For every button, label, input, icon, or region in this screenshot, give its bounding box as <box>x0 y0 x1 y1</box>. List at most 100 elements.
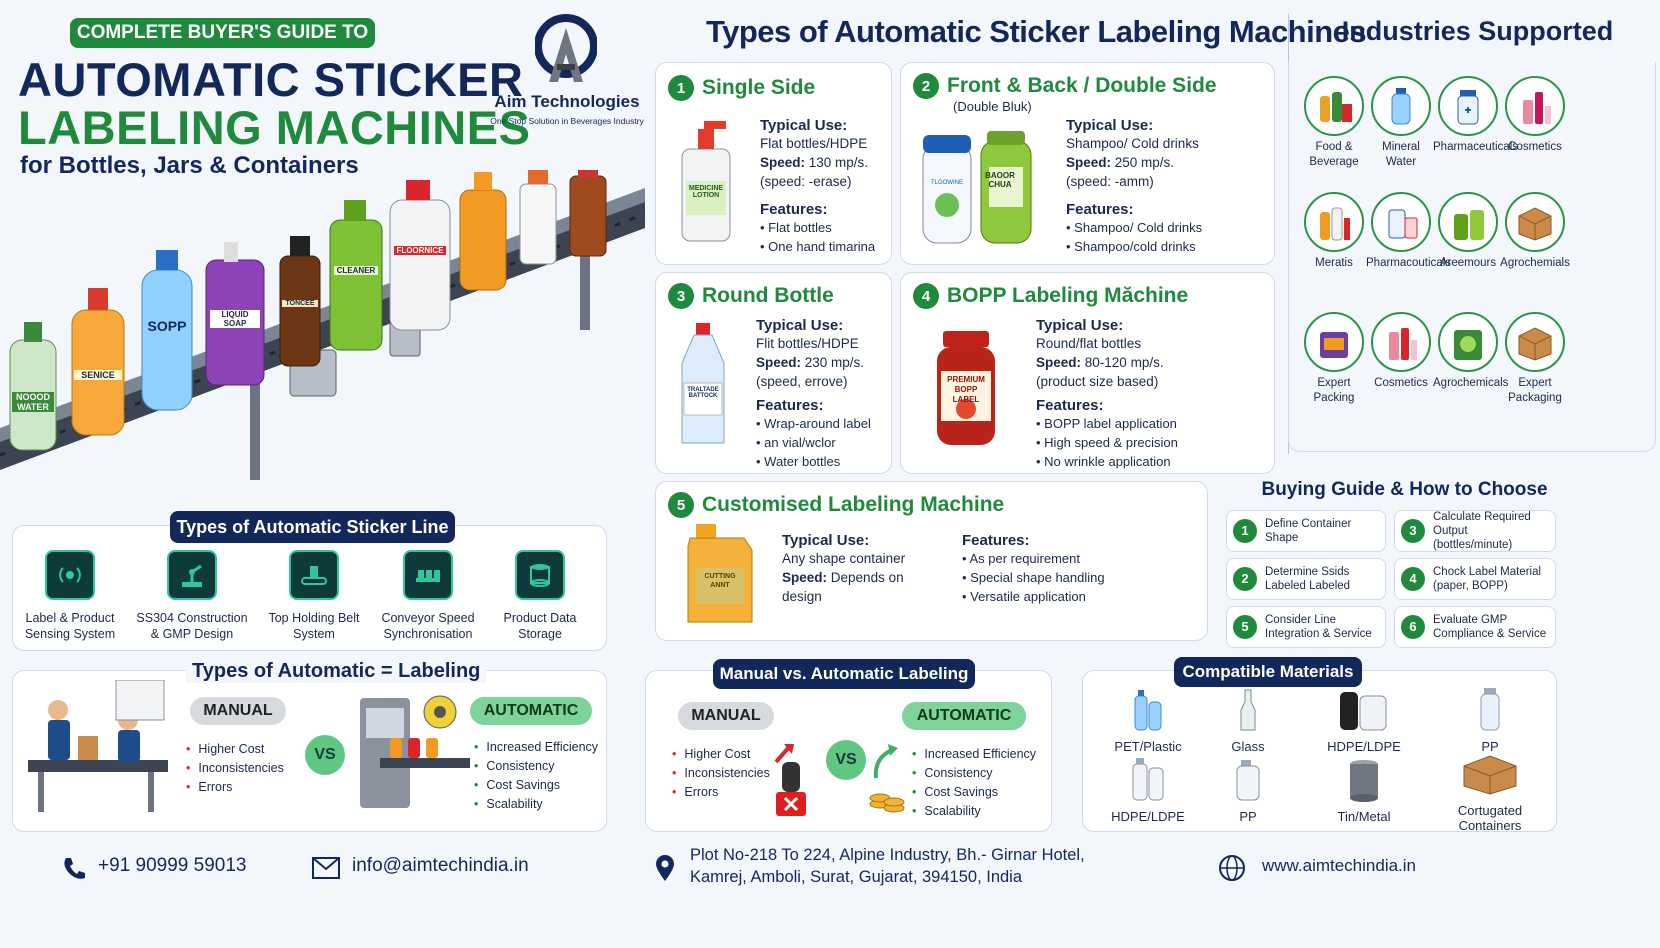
step-number: 2 <box>913 73 939 99</box>
industry-item: Pharmacouticals <box>1366 192 1451 271</box>
location-pin-icon <box>656 855 674 881</box>
card-title: Single Side <box>702 76 816 99</box>
industry-item: Expert Packaging <box>1500 312 1570 406</box>
agro-icon <box>1438 312 1498 372</box>
bottle-label: NOOOD WATER <box>12 392 54 412</box>
water-bottle-icon <box>681 323 725 444</box>
bottle-label: PREMIUM BOPP LABEL <box>947 375 985 404</box>
sticker-line-heading: Types of Automatic Sticker Line <box>170 511 455 543</box>
feature-item: Shampoo/cold drinks <box>1066 237 1266 256</box>
database-icon <box>515 550 565 600</box>
conveyor-icon <box>403 550 453 600</box>
manual-vs-auto-heading: Manual vs. Automatic Labeling <box>713 659 975 689</box>
automatic-points: Increased EfficiencyConsistencyCost Savi… <box>912 745 1036 821</box>
water-bottle-icon <box>1371 76 1431 136</box>
card-title: Customised Labeling Machine <box>702 493 1005 516</box>
hdpe-jug-icon <box>1340 692 1387 731</box>
bottle-label: MEDICINE LOTION <box>688 185 724 199</box>
packing-icon <box>1304 312 1364 372</box>
speed-value: Depends on design <box>782 570 904 604</box>
bottle-label: TLGOWINE <box>930 180 963 186</box>
address-line2: Kamrej, Amboli, Surat, Gujarat, 394150, … <box>690 868 1023 886</box>
bottles-icon <box>1304 192 1364 252</box>
feature-item: BOPP label application <box>1036 414 1261 433</box>
typical-use-value: Round/flat bottles <box>1036 336 1142 351</box>
features-label: Features: <box>962 532 1030 549</box>
features-label: Features: <box>756 397 824 414</box>
vs-badge: VS <box>826 740 866 780</box>
manual-points: Higher CostInconsistenciesErrors <box>672 745 769 802</box>
industry-item: Expert Packing <box>1299 312 1369 406</box>
bottle-label: CLEANER <box>334 266 378 275</box>
material-item: Glass <box>1198 688 1298 754</box>
material-item: PET/Plastic <box>1098 688 1198 754</box>
industry-item: Agrochemials <box>1500 192 1570 271</box>
automatic-tag: AUTOMATIC <box>470 697 592 725</box>
guide-badge: COMPLETE BUYER'S GUIDE TO <box>70 18 375 48</box>
main-title-line1: AUTOMATIC STICKER <box>18 53 524 106</box>
typical-use-label: Typical Use: <box>1036 317 1124 334</box>
main-subtitle: for Bottles, Jars & Containers <box>20 152 359 179</box>
industry-item: Meratis <box>1299 192 1369 271</box>
sticker-line-item: Conveyor Speed Synchronisation <box>368 550 488 642</box>
shampoo-bottles-icon <box>922 131 1032 244</box>
bottle-label: LIQUID SOAP <box>210 310 260 328</box>
feature-item: One hand timarina <box>760 237 888 256</box>
robot-arm-icon <box>167 550 217 600</box>
industries-panel: Food & Beverage Mineral Water Pharmaceut… <box>1288 62 1656 452</box>
card-title: Round Bottle <box>702 284 834 307</box>
features-label: Features: <box>1066 201 1134 218</box>
glass-bottle-icon <box>1240 689 1256 731</box>
step-number: 4 <box>913 283 939 309</box>
lotion-bottle-icon <box>681 121 731 242</box>
bottle-group <box>9 170 607 451</box>
manual-tag: MANUAL <box>190 697 286 725</box>
typical-use-value: Any shape container <box>782 551 906 566</box>
website-link[interactable]: www.aimtechindia.in <box>1262 856 1417 875</box>
feature-item: High speed & precision <box>1036 433 1261 452</box>
speed-label: Speed: <box>1036 355 1082 370</box>
industry-item: Areemours <box>1433 192 1503 271</box>
step-number: 3 <box>668 283 694 309</box>
cosmetics-icon <box>1371 312 1431 372</box>
sauce-jar-icon <box>937 331 995 445</box>
features-label: Features: <box>1036 397 1104 414</box>
typical-use-label: Typical Use: <box>756 317 844 334</box>
feature-item: an vial/wclor <box>756 433 888 452</box>
manual-workers-illustration <box>28 680 168 812</box>
hdpe-bottle-icon <box>1132 758 1164 801</box>
card-title: Front & Back / Double Side <box>947 74 1217 97</box>
email-link[interactable]: info@aimtechindia.in <box>352 855 529 876</box>
typical-use-value: Flit bottles/HDPE <box>756 336 859 351</box>
coins-icon <box>869 744 905 813</box>
material-item: HDPE/LDPE <box>1314 688 1414 754</box>
feature-item: As per requirement <box>962 549 1162 568</box>
material-item: Cortugated Containers <box>1440 752 1540 833</box>
bottle-label: SOPP <box>147 318 187 334</box>
speed-value: 250 mp/s. <box>1114 155 1175 170</box>
sensor-icon <box>45 550 95 600</box>
phone-link[interactable]: +91 90999 59013 <box>98 855 247 876</box>
speed-value: 130 mp/s. <box>808 155 869 170</box>
material-item: PP <box>1440 688 1540 754</box>
phone-icon <box>64 858 85 879</box>
pp-bottle-icon <box>1480 688 1500 731</box>
bottle-label: TRALTADE BATTOCK <box>687 387 719 399</box>
material-item: HDPE/LDPE <box>1098 758 1198 824</box>
sticker-line-item: Product Data Storage <box>480 550 600 642</box>
auto-labeling-heading: Types of Automatic = Labeling <box>186 660 487 683</box>
automatic-points: Increased EfficiencyConsistencyCost Savi… <box>474 738 598 814</box>
typical-use-label: Typical Use: <box>1066 117 1154 134</box>
step-number: 5 <box>668 492 694 518</box>
jerry-can-icon <box>687 524 753 623</box>
typical-use-value: Shampoo/ Cold drinks <box>1066 136 1199 151</box>
